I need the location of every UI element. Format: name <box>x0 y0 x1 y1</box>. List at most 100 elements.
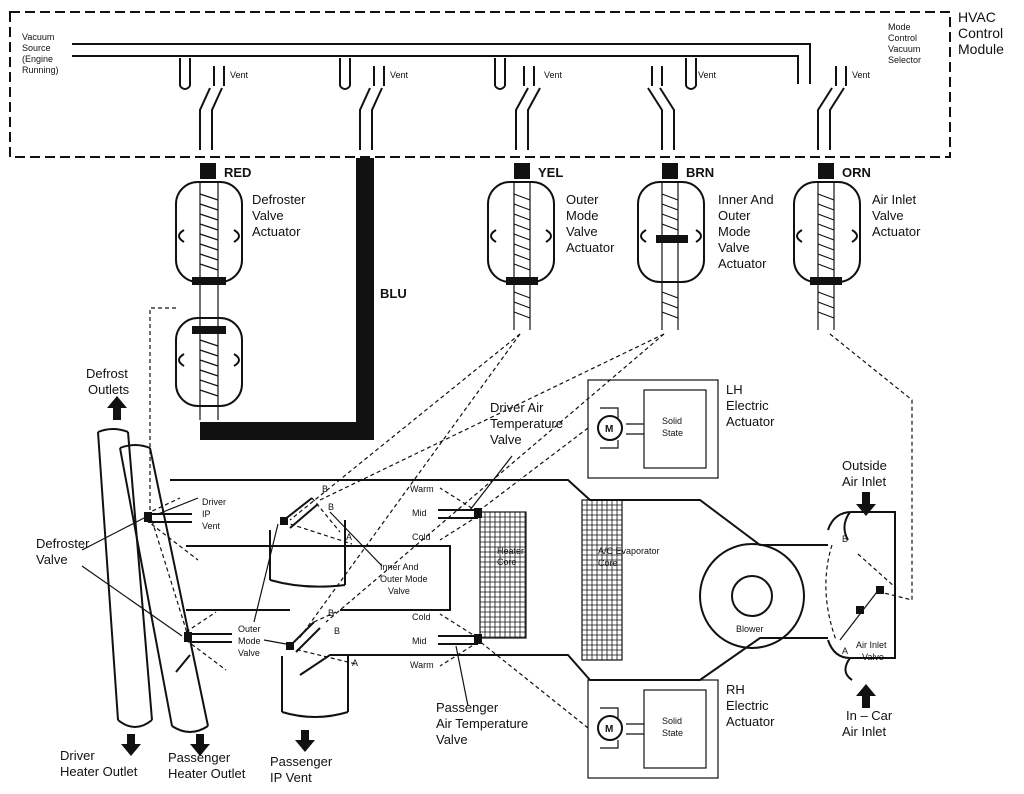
in-car-air-inlet-label-2: Air Inlet <box>842 724 886 739</box>
lh-motor-icon <box>597 415 623 441</box>
vacuum-source-line-1: Vacuum <box>22 32 54 42</box>
module-title-line-1: HVAC <box>958 9 996 25</box>
air-inlet-linkage <box>829 333 913 601</box>
inner-outer-actuator-label-4: Valve <box>718 240 750 255</box>
hose-label-blu: BLU <box>380 286 407 301</box>
hose-label-brn: BRN <box>686 165 714 180</box>
driver-ip-vent-leader <box>157 497 199 515</box>
inner-outer-linkage <box>319 333 665 501</box>
core-grid-lines <box>480 500 622 660</box>
air-inlet-actuator-clips <box>796 229 858 243</box>
outer-mode-actuator-label-2: Mode <box>566 208 599 223</box>
driver-temp-cold: Cold <box>412 532 431 542</box>
vent-label-4: Vent <box>698 70 717 80</box>
passenger-air-temp-label-2: Air Temperature <box>436 716 528 731</box>
outer-mode-valve-leader-1 <box>253 523 279 623</box>
air-inlet-actuator-label-1: Air Inlet <box>872 192 916 207</box>
rh-actuator-label-3: Actuator <box>726 714 775 729</box>
defroster-valve-label-2: Valve <box>36 552 68 567</box>
defroster-actuator-spring-coils <box>199 193 219 397</box>
driver-ip-vent-label-2: IP <box>202 509 211 519</box>
passenger-temp-swing <box>439 613 479 667</box>
defroster-valve-label-1: Defroster <box>36 536 90 551</box>
outside-air-inlet-label-2: Air Inlet <box>842 474 886 489</box>
blu-hose <box>356 158 374 440</box>
driver-heater-outlet-arrow <box>121 734 141 756</box>
in-car-air-inlet-arrow <box>856 684 876 708</box>
switch-linkage-4 <box>647 87 675 150</box>
driver-temp-warm: Warm <box>410 484 434 494</box>
passenger-temp-warm: Warm <box>410 660 434 670</box>
orn-connector <box>818 163 834 179</box>
inner-outer-actuator-coils <box>661 193 679 319</box>
housing-inner-duct <box>186 545 451 611</box>
defroster-actuator-lower-body <box>175 317 243 407</box>
vent-stub-4 <box>685 58 697 90</box>
switch-linkage-1 <box>199 87 223 150</box>
vent-label-1: Vent <box>230 70 249 80</box>
lh-actuator-label-1: LH <box>726 382 743 397</box>
inner-outer-actuator-label-2: Outer <box>718 208 751 223</box>
passenger-air-temp-label-1: Passenger <box>436 700 499 715</box>
red-connector <box>200 163 216 179</box>
inner-outer-mode-pivot-upper <box>280 517 288 525</box>
control-module-border <box>9 11 951 158</box>
air-inlet-valve-pivot-2 <box>876 586 884 594</box>
inner-outer-valve-label-1: Inner And <box>380 562 419 572</box>
outer-mode-linkage-lower <box>297 333 521 641</box>
lh-motor-wiring <box>600 407 644 449</box>
air-distribution-housing: Heater Core A/C Evaporator Core Blower B… <box>97 428 897 733</box>
heater-core-label-1: Heater <box>497 546 524 556</box>
upper-door-pos-a: A <box>346 532 352 542</box>
passenger-ip-vent-arrow <box>295 730 315 752</box>
inner-outer-actuator-rod <box>661 182 679 330</box>
passenger-temp-mid: Mid <box>412 636 427 646</box>
passenger-ip-vent-label-2: IP Vent <box>270 770 312 785</box>
outer-mode-valve-label-1: Outer <box>238 624 261 634</box>
hose-label-red: RED <box>224 165 251 180</box>
lh-actuator-linkage <box>479 427 589 511</box>
linkage-lines <box>149 307 913 729</box>
driver-ip-vent-label-3: Vent <box>202 521 221 531</box>
driver-heater-outlet-label-1: Driver <box>60 748 95 763</box>
air-inlet-pos-a: A <box>842 646 848 656</box>
passenger-temp-pivot <box>474 634 482 644</box>
defroster-actuator-diaphragm-2 <box>192 326 226 334</box>
driver-temp-pivot <box>474 508 482 518</box>
module-title-line-3: Module <box>958 41 1004 57</box>
defroster-actuator-label-3: Actuator <box>252 224 301 239</box>
vent-port-1 <box>213 66 225 86</box>
defroster-actuator-clips <box>178 229 240 367</box>
callout-labels: Defrost Outlets Driver IP Vent Defroster… <box>36 366 893 785</box>
inner-outer-actuator-body <box>637 181 705 283</box>
air-inlet-valve-label-1: Air Inlet <box>856 640 887 650</box>
defroster-actuator-label-1: Defroster <box>252 192 306 207</box>
outer-mode-swing-lower <box>289 611 357 665</box>
inner-outer-valve-label-2: Outer Mode <box>380 574 428 584</box>
passenger-heater-outlet-label-2: Heater Outlet <box>168 766 246 781</box>
rh-solid-state-line-1: Solid <box>662 716 682 726</box>
vacuum-supply-line-inner <box>72 55 799 84</box>
air-inlet-pos-b: B <box>842 534 848 544</box>
selector-line-3: Vacuum <box>888 44 920 54</box>
rh-actuator-label-2: Electric <box>726 698 769 713</box>
blower-wheel <box>731 575 773 617</box>
hvac-control-module: HVAC Control Module Vacuum Source (Engin… <box>9 9 1004 158</box>
defroster-linkage <box>149 307 176 514</box>
hose-connectors: RED BLU YEL BRN ORN <box>200 158 871 440</box>
vent-port-3 <box>523 66 535 86</box>
lh-solid-state-line-1: Solid <box>662 416 682 426</box>
blu-hose-horizontal <box>200 422 374 440</box>
outside-air-inlet-label-1: Outside <box>842 458 887 473</box>
vacuum-source-line-4: Running) <box>22 65 59 75</box>
air-inlet-door-swing-b <box>857 553 897 589</box>
outer-mode-actuator-label-4: Actuator <box>566 240 615 255</box>
outer-mode-valve-label-3: Valve <box>238 648 260 658</box>
passenger-temp-door <box>438 635 478 645</box>
outer-mode-linkage <box>289 333 521 521</box>
switch-linkage-5 <box>817 87 845 150</box>
rh-actuator-linkage <box>477 639 589 729</box>
outer-mode-actuator-rod <box>513 182 531 330</box>
defroster-valve-leader-2 <box>81 565 183 637</box>
